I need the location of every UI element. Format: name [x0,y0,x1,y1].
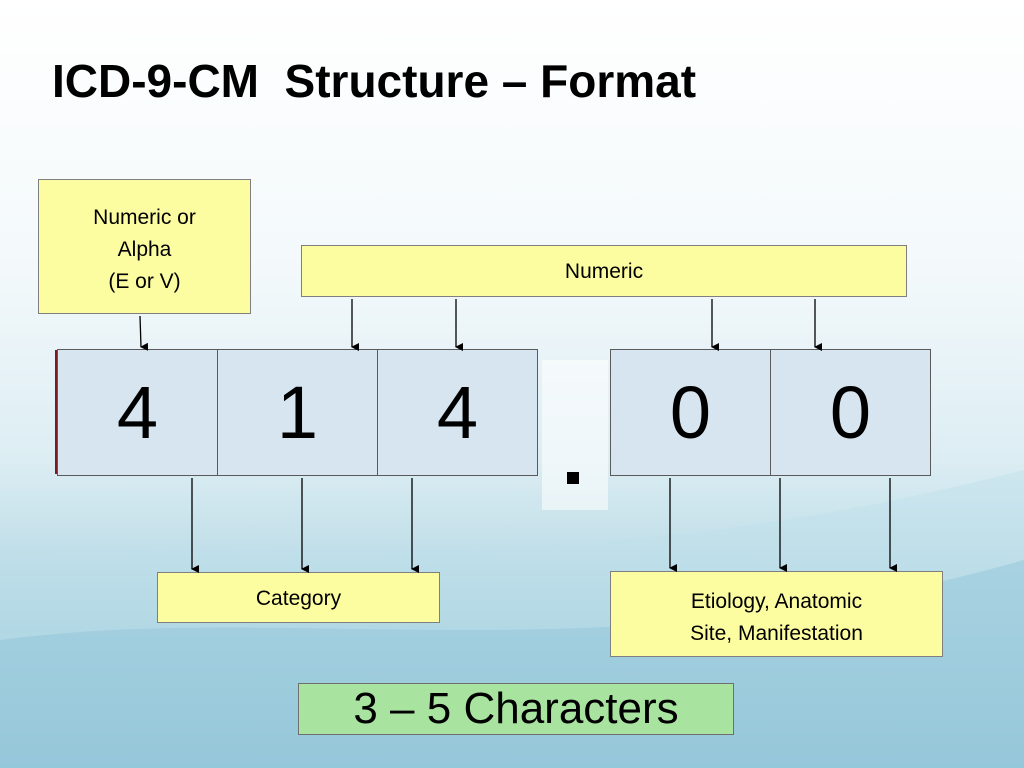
slide-title: ICD-9-CM Structure – Format [52,55,697,107]
etiology-label: Etiology, Anatomic Site, Manifestation [610,571,943,657]
subcategory-digit-group: 0 0 [610,349,931,476]
category-label: Category [157,572,440,623]
numeric-or-alpha-line-2: Alpha [117,238,172,261]
numeric-label: Numeric [301,245,907,297]
digit-1: 4 [57,349,218,476]
etiology-line-1: Etiology, Anatomic [690,590,863,613]
category-digit-group: 4 1 4 [57,349,538,476]
numeric-or-alpha-label: Numeric or Alpha (E or V) [38,179,251,314]
numeric-label-text: Numeric [564,260,644,283]
numeric-or-alpha-line-3: (E or V) [108,270,181,293]
left-accent-bar [55,350,58,474]
digit-5: 0 [770,349,931,476]
decimal-area [542,360,608,510]
etiology-line-2: Site, Manifestation [690,622,863,645]
numeric-or-alpha-line-1: Numeric or [93,206,196,229]
category-label-text: Category [255,587,342,610]
arrow-alpha-to-digit-1 [139,315,149,351]
digit-3: 4 [377,349,538,476]
characters-summary: 3 – 5 Characters [298,683,734,735]
decimal-point [567,472,579,484]
